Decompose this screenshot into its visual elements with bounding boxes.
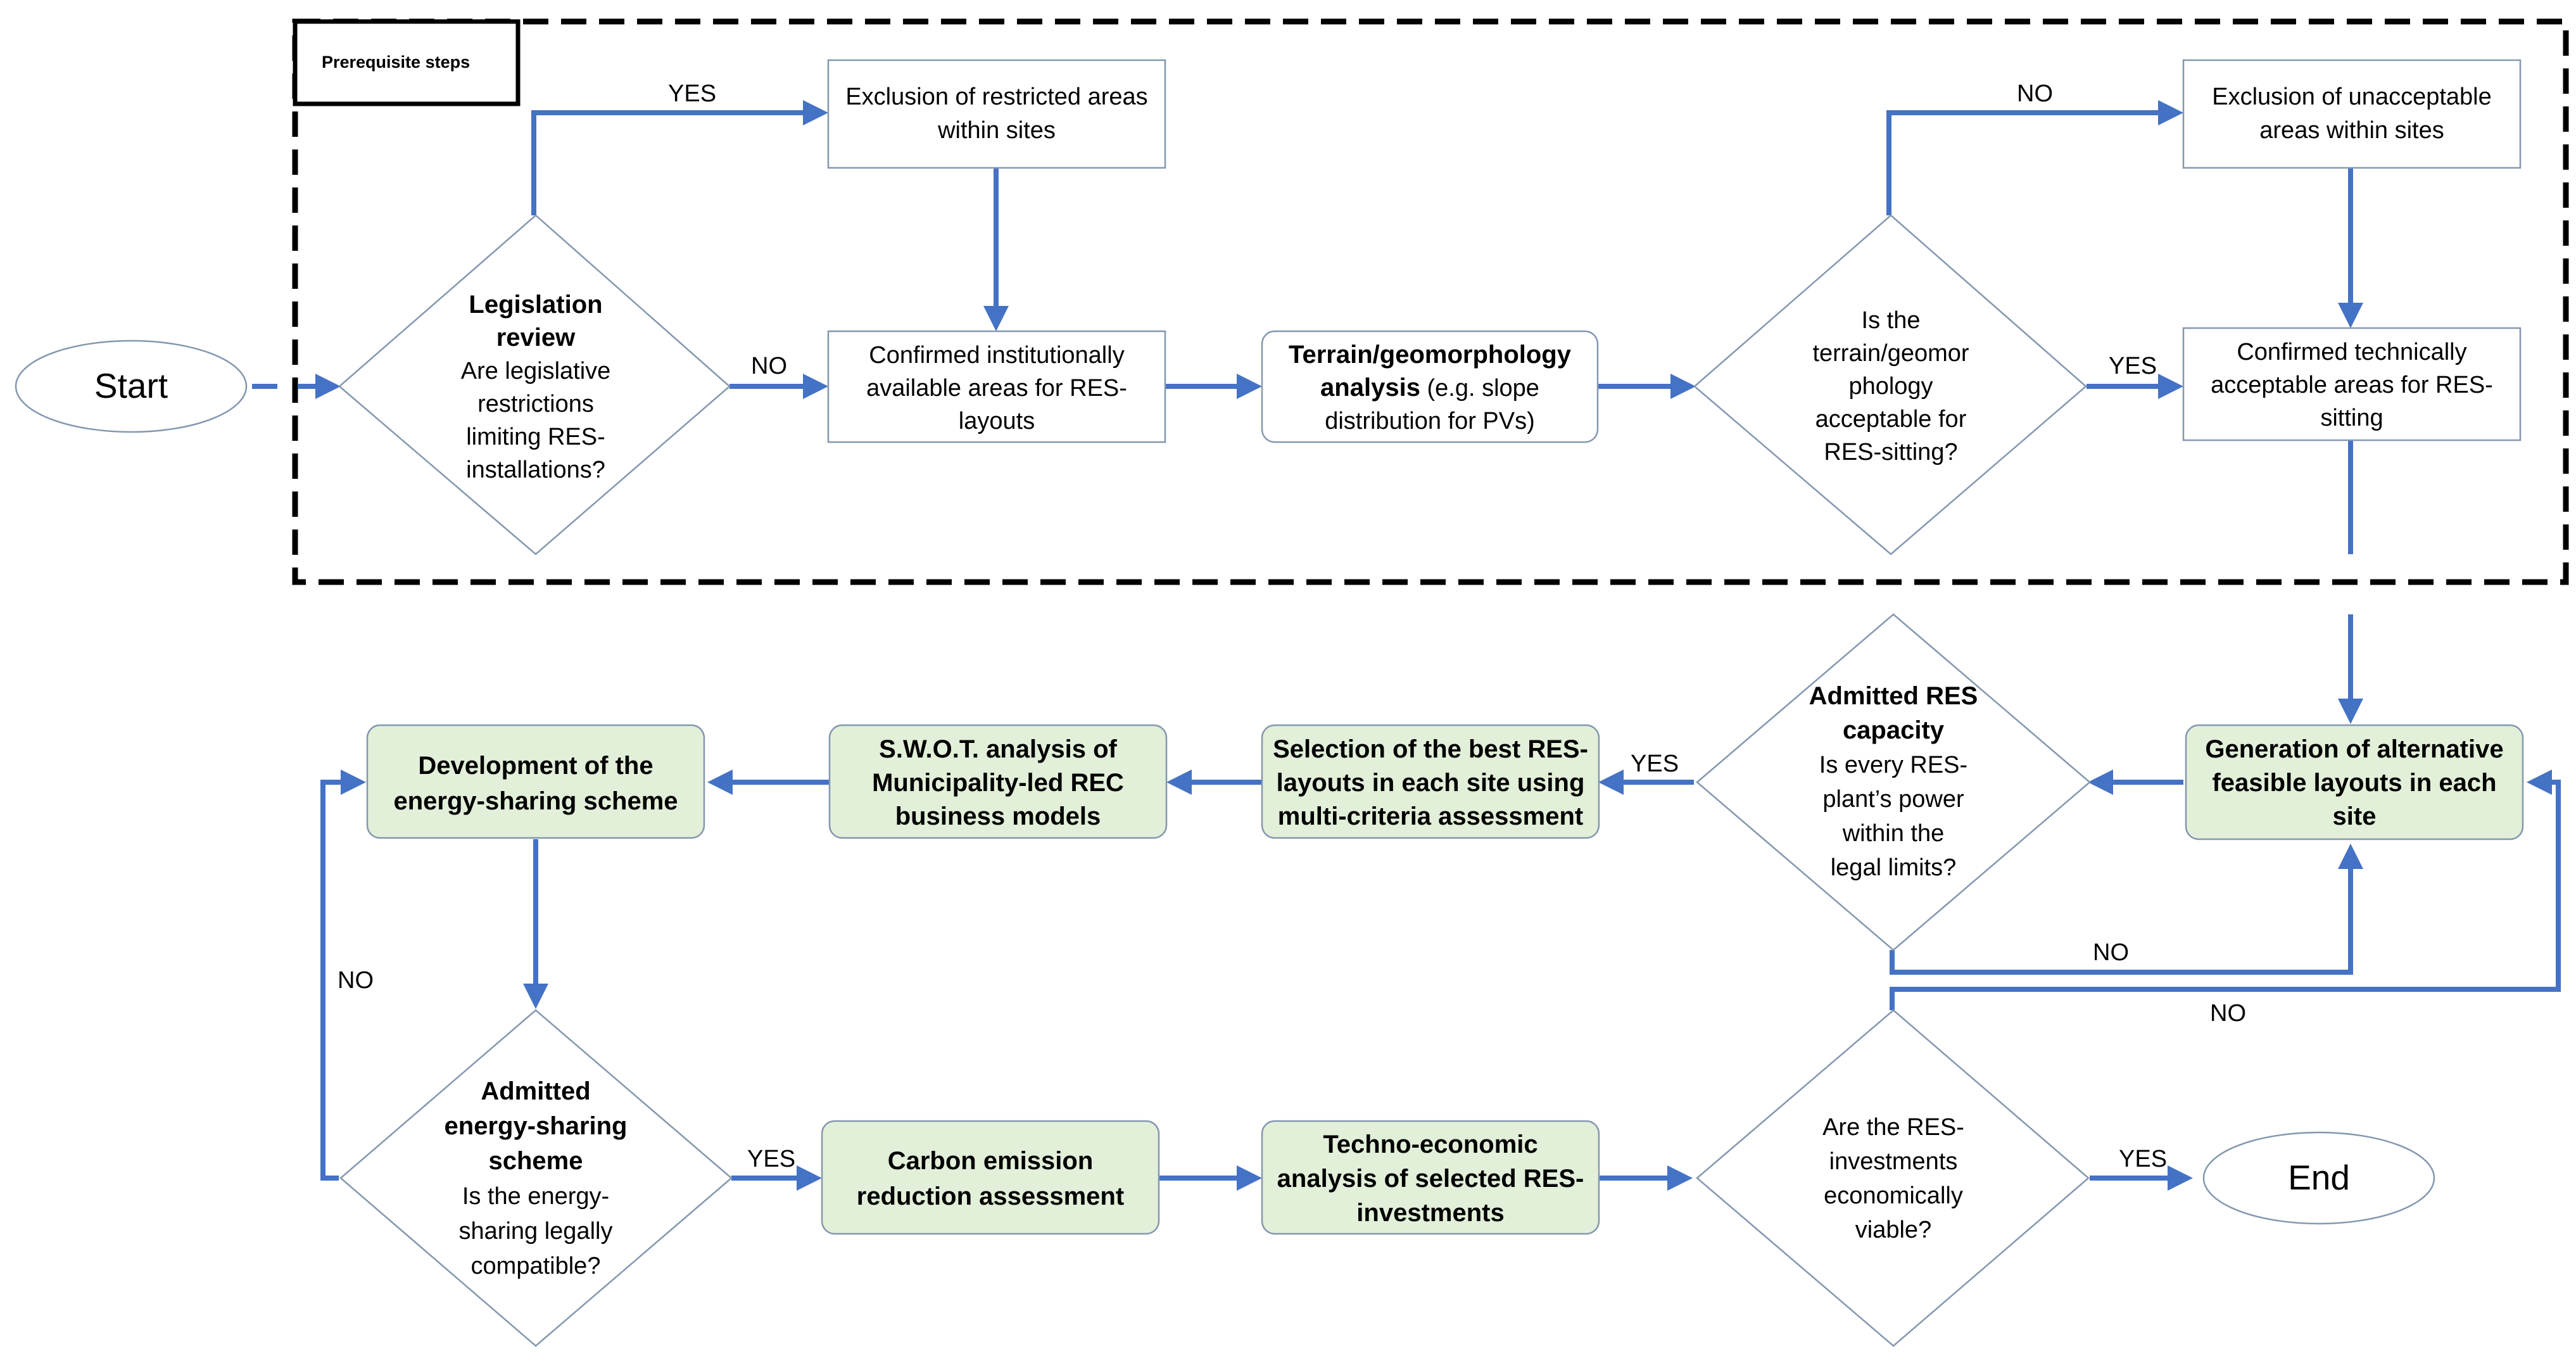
selection-line-3: multi-criteria assessment (1278, 802, 1583, 830)
admitted-scheme-decision: Admitted energy-sharing scheme Is the en… (339, 1009, 733, 1347)
swot-line-3: business models (895, 802, 1101, 830)
selection-line-2: layouts in each site using (1277, 769, 1585, 797)
techno-economic-box: Techno-economic analysis of selected RES… (1261, 1120, 1600, 1235)
legislation-review-decision: Legislation review Are legislative restr… (338, 214, 731, 555)
exclusion-unacceptable-line-2: areas within sites (2259, 117, 2444, 144)
edge-capacity-no (1890, 844, 2363, 975)
scheme-line-1: Is the energy- (462, 1183, 609, 1210)
development-scheme-box: Development of the energy-sharing scheme (366, 724, 705, 839)
end-label: End (2288, 1158, 2350, 1197)
techno-line-1: Techno-economic (1323, 1131, 1537, 1158)
legislation-line-4: installations? (466, 457, 605, 483)
economically-viable-decision: Are the RES- investments economically vi… (1696, 1009, 2090, 1347)
legislation-line-1: Are legislative (461, 358, 611, 384)
carbon-line-1: Carbon emission (888, 1147, 1094, 1175)
viable-line-2: investments (1829, 1148, 1958, 1175)
scheme-title-3: scheme (489, 1147, 583, 1175)
scheme-line-2: sharing legally (459, 1218, 613, 1245)
terrain-analysis-box: Terrain/geomorphology analysis (e.g. slo… (1261, 330, 1599, 443)
terrain-decision-line-1: Is the (1862, 307, 1921, 334)
swot-line-2: Municipality-led REC (872, 769, 1124, 797)
viable-line-3: economically (1824, 1182, 1963, 1209)
exclusion-restricted-box: Exclusion of restricted areas within sit… (827, 59, 1166, 169)
edge-viable-no (1890, 770, 2561, 1010)
confirmed-institutional-line-2: available areas for RES- (866, 375, 1127, 402)
end-node: End (2202, 1131, 2435, 1225)
techno-line-2: analysis of selected RES- (1277, 1165, 1584, 1193)
label-no-scheme: NO (338, 967, 374, 994)
prerequisite-label-box (293, 19, 521, 106)
exclusion-unacceptable-box: Exclusion of unacceptable areas within s… (2182, 59, 2522, 169)
scheme-title-1: Admitted (481, 1077, 590, 1105)
exclusion-restricted-line-1: Exclusion of restricted areas (845, 84, 1147, 110)
edge-scheme-no (320, 770, 366, 1181)
terrain-acceptable-decision: Is the terrain/geomor phology acceptable… (1693, 214, 2087, 555)
capacity-title-2: capacity (1843, 716, 1945, 744)
edge-terrain-no (1886, 100, 2183, 215)
viable-line-1: Are the RES- (1822, 1114, 1964, 1141)
selection-line-1: Selection of the best RES- (1273, 735, 1588, 763)
edge-legislation-yes (531, 100, 828, 215)
confirmed-technical-box: Confirmed technically acceptable areas f… (2182, 327, 2522, 441)
viable-line-4: viable? (1855, 1217, 1931, 1243)
start-label: Start (94, 366, 168, 405)
terrain-decision-line-3: phology (1848, 373, 1933, 400)
techno-line-3: investments (1356, 1199, 1504, 1227)
swot-line-1: S.W.O.T. analysis of (879, 735, 1117, 763)
label-yes-capacity: YES (1631, 751, 1679, 777)
generation-line-3: site (2333, 802, 2377, 830)
terrain-analysis-bold-word: analysis (1320, 374, 1420, 402)
admitted-capacity-decision: Admitted RES capacity Is every RES- plan… (1696, 613, 2091, 951)
confirmed-technical-line-3: sitting (2320, 405, 2383, 431)
prerequisite-label: Prerequisite steps (322, 53, 470, 72)
scheme-line-3: compatible? (471, 1253, 601, 1279)
legislation-line-3: limiting RES- (466, 424, 605, 450)
terrain-analysis-rest: (e.g. slope (1420, 375, 1539, 402)
legislation-title-2: review (496, 324, 576, 352)
legislation-line-2: restrictions (477, 391, 594, 417)
terrain-decision-line-5: RES-sitting? (1824, 439, 1957, 466)
confirmed-technical-line-1: Confirmed technically (2237, 339, 2466, 365)
confirmed-institutional-line-1: Confirmed institutionally (869, 342, 1124, 369)
label-yes-legislation: YES (668, 80, 716, 107)
exclusion-unacceptable-line-1: Exclusion of unacceptable (2212, 84, 2492, 110)
terrain-decision-line-2: terrain/geomor (1812, 340, 1969, 367)
confirmed-institutional-box: Confirmed institutionally available area… (827, 330, 1166, 443)
development-line-2: energy-sharing scheme (393, 787, 678, 815)
label-yes-terrain: YES (2109, 353, 2157, 379)
label-no-capacity: NO (2093, 939, 2129, 966)
label-no-viable: NO (2210, 1000, 2246, 1027)
label-no-legislation: NO (751, 353, 787, 379)
scheme-title-2: energy-sharing (445, 1112, 628, 1140)
terrain-analysis-line-3: distribution for PVs) (1325, 408, 1535, 434)
legislation-title-1: Legislation (469, 291, 602, 319)
generation-layouts-box: Generation of alternative feasible layou… (2185, 724, 2524, 840)
generation-line-2: feasible layouts in each (2212, 769, 2496, 797)
capacity-title-1: Admitted RES (1809, 682, 1978, 710)
prerequisite-frame (292, 18, 2569, 585)
capacity-line-3: within the (1842, 820, 1945, 847)
terrain-analysis-line-2: analysis (e.g. slope (1320, 374, 1539, 402)
exclusion-restricted-line-2: within sites (937, 117, 1056, 144)
terrain-analysis-line-1: Terrain/geomorphology (1289, 341, 1572, 369)
confirmed-institutional-line-3: layouts (959, 408, 1035, 434)
capacity-line-4: legal limits? (1831, 854, 1957, 881)
label-yes-scheme: YES (747, 1146, 795, 1172)
generation-line-1: Generation of alternative (2205, 735, 2503, 763)
selection-best-box: Selection of the best RES- layouts in ea… (1261, 724, 1600, 839)
capacity-line-2: plant’s power (1822, 786, 1964, 813)
start-node: Start (15, 339, 248, 433)
label-yes-viable: YES (2119, 1146, 2167, 1172)
carbon-box: Carbon emission reduction assessment (821, 1120, 1160, 1235)
capacity-line-1: Is every RES- (1819, 752, 1967, 778)
development-line-1: Development of the (418, 752, 653, 780)
confirmed-technical-line-2: acceptable areas for RES- (2211, 372, 2493, 398)
label-no-terrain: NO (2017, 80, 2053, 107)
carbon-line-2: reduction assessment (857, 1182, 1124, 1210)
swot-box: S.W.O.T. analysis of Municipality-led RE… (828, 724, 1168, 839)
terrain-decision-line-4: acceptable for (1815, 406, 1967, 433)
